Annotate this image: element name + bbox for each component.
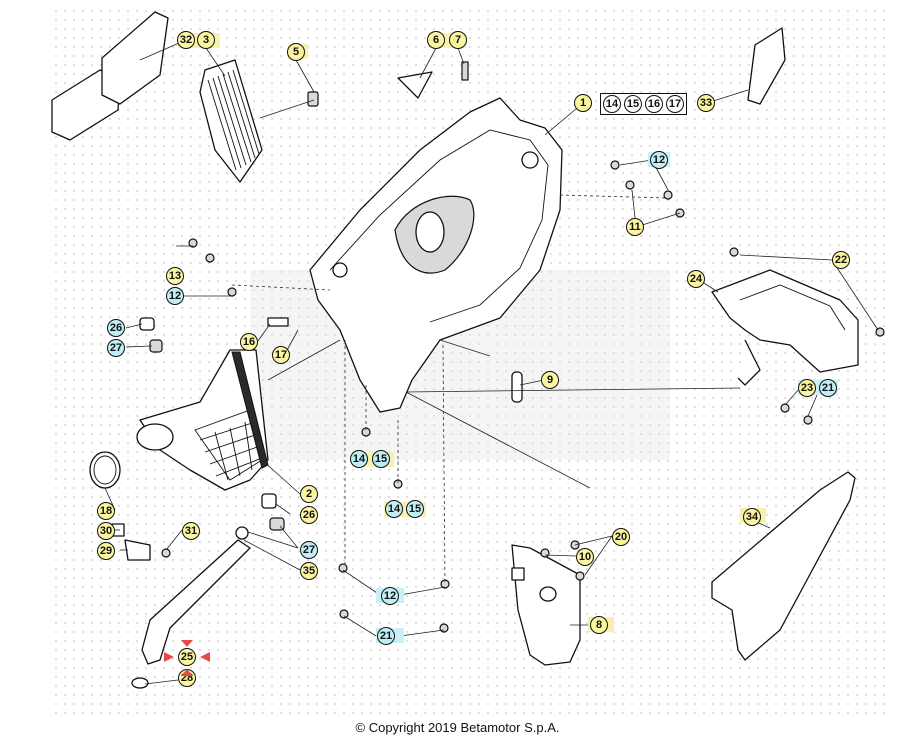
callout-26-bottom[interactable]: 26 xyxy=(300,506,318,524)
callout-14-low[interactable]: 14 xyxy=(385,500,403,518)
callout-27-top[interactable]: 27 xyxy=(107,339,125,357)
callout-14-kit[interactable]: 14 xyxy=(603,95,621,113)
callout-29[interactable]: 29 xyxy=(97,542,115,560)
fitting-part-26-bottom xyxy=(261,493,285,531)
air-filter-part-3 xyxy=(199,59,263,183)
callout-21-right[interactable]: 21 xyxy=(819,379,837,397)
copyright-notice: © Copyright 2019 Betamotor S.p.A. xyxy=(355,720,560,735)
callout-9[interactable]: 9 xyxy=(541,371,559,389)
side-panel-part-34 xyxy=(711,471,856,661)
hardware-fasteners xyxy=(161,160,885,633)
callout-11[interactable]: 11 xyxy=(626,218,644,236)
callout-12-bottom[interactable]: 12 xyxy=(381,587,399,605)
callout-5[interactable]: 5 xyxy=(287,43,305,61)
callout-12-left[interactable]: 12 xyxy=(166,287,184,305)
callout-20[interactable]: 20 xyxy=(612,528,630,546)
callout-13[interactable]: 13 xyxy=(166,267,184,285)
foam-filter-part-33 xyxy=(747,27,786,105)
callout-7[interactable]: 7 xyxy=(449,31,467,49)
callout-3[interactable]: 3 xyxy=(197,31,215,49)
callout-6[interactable]: 6 xyxy=(427,31,445,49)
callout-12-top-right[interactable]: 12 xyxy=(650,151,668,169)
leader-lines xyxy=(104,39,879,685)
callout-34[interactable]: 34 xyxy=(743,508,761,526)
callout-8[interactable]: 8 xyxy=(590,616,608,634)
intake-duct-part-2 xyxy=(136,349,269,491)
callout-15-mid[interactable]: 15 xyxy=(372,450,390,468)
callout-31[interactable]: 31 xyxy=(182,522,200,540)
clamp-part-18 xyxy=(89,451,121,489)
callout-22[interactable]: 22 xyxy=(832,251,850,269)
callout-16-kit[interactable]: 16 xyxy=(645,95,663,113)
callout-1[interactable]: 1 xyxy=(574,94,592,112)
pin-part-7 xyxy=(461,61,469,81)
callout-23[interactable]: 23 xyxy=(798,379,816,397)
callout-2[interactable]: 2 xyxy=(300,485,318,503)
callout-14-mid[interactable]: 14 xyxy=(350,450,368,468)
selection-marker-icon xyxy=(164,640,210,676)
callout-24[interactable]: 24 xyxy=(687,270,705,288)
callout-21-bottom[interactable]: 21 xyxy=(377,627,395,645)
callout-26-top[interactable]: 26 xyxy=(107,319,125,337)
callout-25[interactable]: 25 xyxy=(178,648,196,666)
breather-hose-part-25 xyxy=(131,526,251,689)
callout-15-low[interactable]: 15 xyxy=(406,500,424,518)
callout-17[interactable]: 17 xyxy=(272,346,290,364)
kit-box-part-1 xyxy=(600,93,687,115)
callout-27-bottom[interactable]: 27 xyxy=(300,541,318,559)
mudguard-part-8 xyxy=(511,544,581,666)
callout-33[interactable]: 33 xyxy=(697,94,715,112)
callout-18[interactable]: 18 xyxy=(97,502,115,520)
callout-35[interactable]: 35 xyxy=(300,562,318,580)
callout-15-kit[interactable]: 15 xyxy=(624,95,642,113)
bracket-part-24 xyxy=(711,269,859,386)
foam-filter-part-32 xyxy=(51,11,169,141)
callout-32[interactable]: 32 xyxy=(177,31,195,49)
airbox-body-part-1 xyxy=(309,97,563,413)
callout-10[interactable]: 10 xyxy=(576,548,594,566)
screw-part-5 xyxy=(307,91,319,107)
callout-16[interactable]: 16 xyxy=(240,333,258,351)
clip-part-6 xyxy=(397,71,433,99)
callout-30[interactable]: 30 xyxy=(97,522,115,540)
callout-17-kit[interactable]: 17 xyxy=(666,95,684,113)
